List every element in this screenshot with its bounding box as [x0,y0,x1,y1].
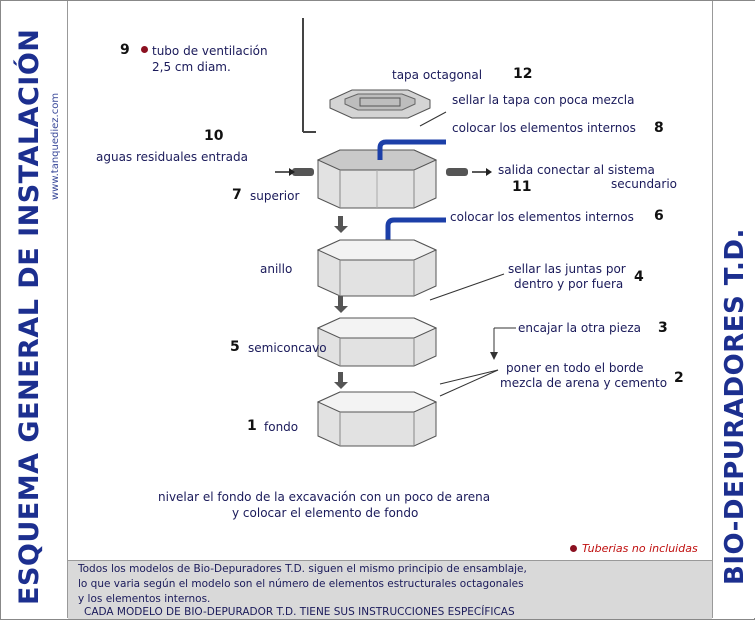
label-tapa: tapa octagonal [392,68,483,82]
label-nivelar-1: nivelar el fondo de la excavación con un… [158,490,491,504]
label-poner-1: poner en todo el borde [506,361,644,375]
label-superior: superior [250,189,300,203]
label-num-7: 7 [232,187,242,203]
left-title-bar [1,1,68,618]
label-anillo: anillo [260,262,293,276]
label-colocar-8: colocar los elementos internos [452,121,636,135]
element-fondo [316,391,438,447]
label-salida-1: salida conectar al sistema [498,163,655,177]
label-salida-2: secundario [611,177,678,191]
internal-pipe-8 [377,139,446,160]
label-aguas: aguas residuales entrada [96,150,248,164]
element-semiconcavo [316,317,438,367]
label-sellar-tapa: sellar la tapa con poca mezcla [452,93,635,107]
info-line-1: Todos los modelos de Bio-Depuradores T.D… [78,563,527,575]
label-encajar: encajar la otra pieza [518,321,642,335]
label-num-4: 4 [634,269,644,285]
label-num-10: 10 [204,128,224,144]
label-num-9: 9 [120,42,130,58]
outlet-pipe [446,168,468,176]
element-superior [316,149,438,209]
label-num-2: 2 [674,370,684,386]
info-panel-bg [68,560,712,619]
lid-octagonal [329,89,431,119]
inlet-pipe [292,168,314,176]
label-nivelar-2: y colocar el elemento de fondo [232,506,419,520]
label-num-5: 5 [230,339,240,355]
label-num-6: 6 [654,208,664,224]
info-line-2: lo que varia según el modelo son el núme… [78,578,524,590]
label-num-12: 12 [513,66,533,82]
label-poner-2: mezcla de arena y cemento [500,376,668,390]
label-fondo: fondo [264,420,299,434]
pipe-note-dot [141,46,148,53]
note-tuberias: Tuberias no incluidas [582,542,698,555]
label-num-11: 11 [512,179,532,195]
note-dot [570,545,577,552]
label-sellar-juntas-2: dentro y por fuera [514,277,624,291]
right-title-bar [712,1,755,618]
internal-pipe-6 [385,217,446,240]
label-num-1: 1 [247,418,257,434]
info-line-3: y los elementos internos. [78,593,211,605]
element-anillo [316,239,438,297]
info-line-4: CADA MODELO DE BIO-DEPURADOR T.D. TIENE … [84,606,515,618]
label-num-3: 3 [658,320,668,336]
label-tubo-diam: 2,5 cm diam. [152,60,231,74]
label-tubo: tubo de ventilación [152,44,268,58]
label-num-8: 8 [654,120,664,136]
label-sellar-juntas-1: sellar las juntas por [508,262,626,276]
label-semiconcavo: semiconcavo [248,341,327,355]
label-colocar-6: colocar los elementos internos [450,210,634,224]
